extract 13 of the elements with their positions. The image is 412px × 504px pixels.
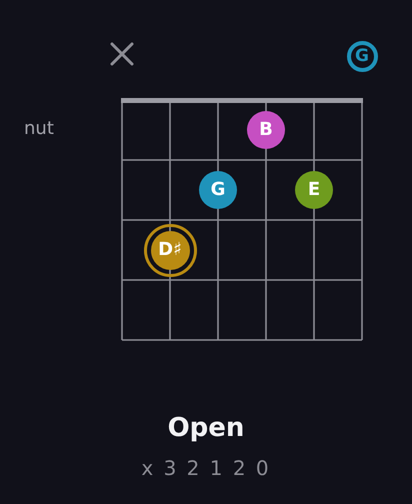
fingering-caption: x 3 2 1 2 0: [140, 455, 272, 481]
note-dot: [144, 224, 196, 276]
note-name: B: [259, 121, 273, 139]
note-dot: [199, 171, 237, 209]
note-dot: [295, 171, 333, 209]
note-name: G: [210, 181, 226, 199]
note-name: E: [308, 181, 320, 199]
note-name: G: [355, 48, 369, 64]
open-string-marker: [346, 40, 378, 72]
nut-label: nut: [24, 118, 54, 139]
note-dot: [247, 111, 285, 149]
chord-title: Open: [166, 412, 246, 444]
note-name: D♯: [158, 241, 182, 259]
